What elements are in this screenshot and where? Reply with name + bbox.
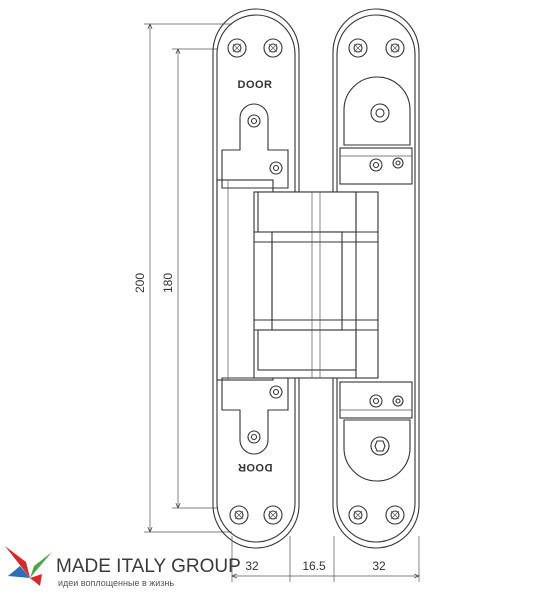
dimension-overall-height: 200 bbox=[133, 24, 232, 532]
brand-tagline: идеи воплощенные в жизнь bbox=[58, 578, 174, 588]
right-width-label: 32 bbox=[372, 559, 386, 573]
door-label-top: DOOR bbox=[238, 79, 273, 91]
screw-icon bbox=[348, 505, 368, 525]
screw-icon bbox=[263, 505, 283, 525]
screw-icon bbox=[385, 38, 405, 58]
screw-icon bbox=[229, 505, 249, 525]
dimension-widths: 32 16.5 32 bbox=[232, 536, 419, 582]
screw-icon bbox=[385, 505, 405, 525]
overall-height-label: 200 bbox=[133, 273, 147, 293]
door-label-bottom: DOOR bbox=[238, 461, 273, 473]
dimension-plate-height: 180 bbox=[161, 49, 218, 508]
plate-height-label: 180 bbox=[161, 273, 175, 293]
right-plate bbox=[332, 8, 420, 549]
screw-icon bbox=[263, 38, 283, 58]
brand-logo: MADE ITALY GROUP идеи воплощенные в жизн… bbox=[5, 546, 241, 588]
center-width-label: 16.5 bbox=[302, 559, 326, 573]
left-width-label: 32 bbox=[245, 559, 259, 573]
brand-name: MADE ITALY GROUP bbox=[56, 556, 241, 577]
screw-icon bbox=[348, 38, 368, 58]
screw-icon bbox=[227, 38, 247, 58]
hinge-body bbox=[253, 191, 379, 379]
brand-mark-icon bbox=[5, 546, 52, 586]
